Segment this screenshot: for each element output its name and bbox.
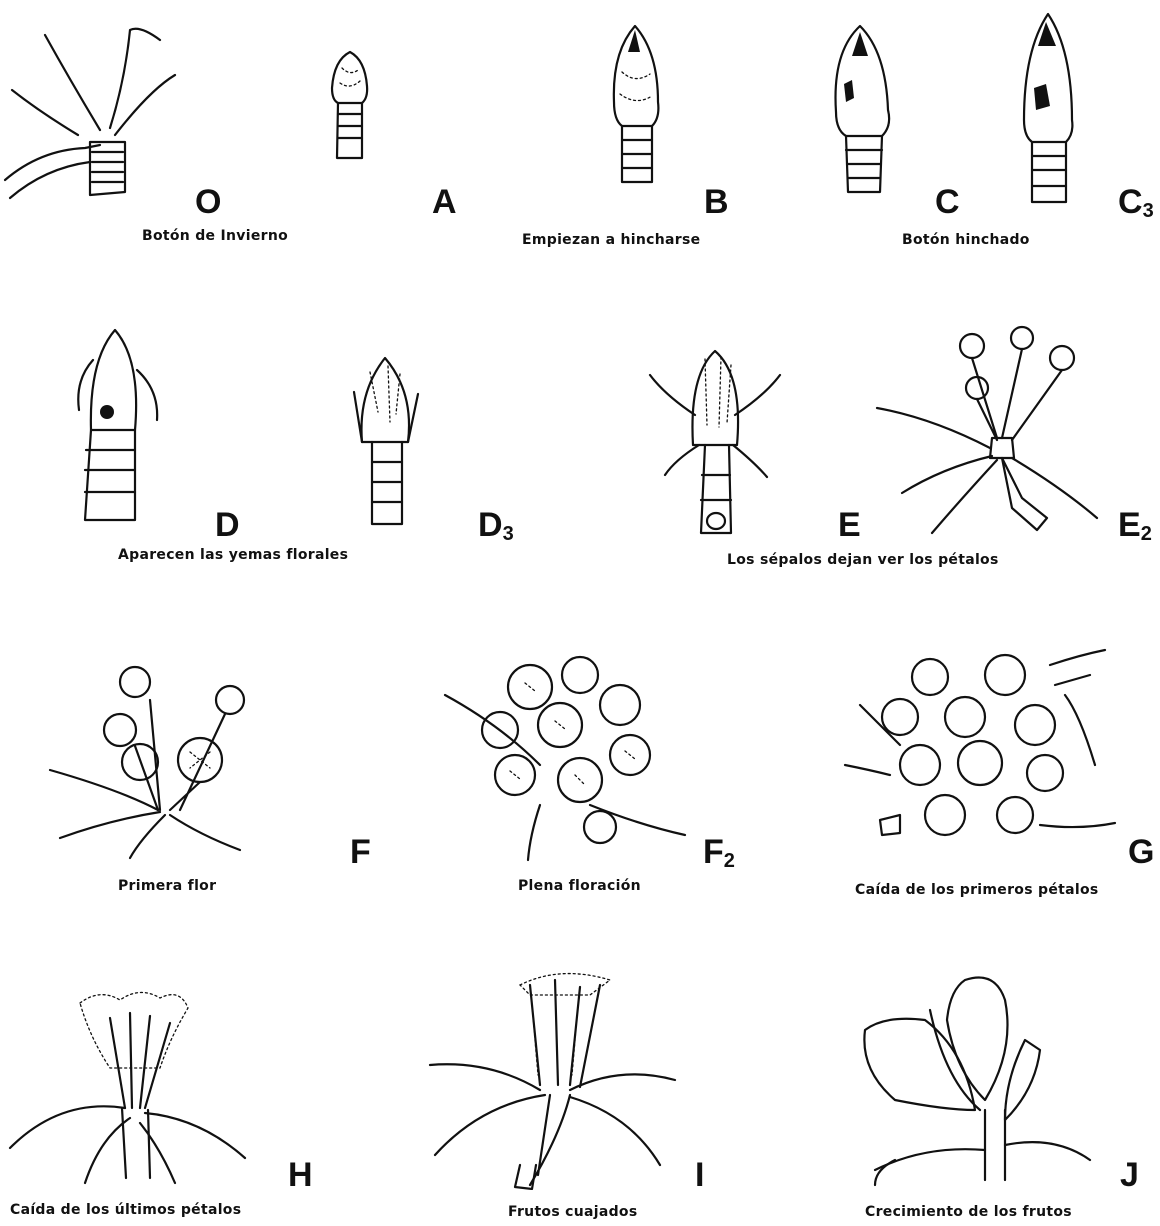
stage-b-drawing bbox=[600, 22, 670, 187]
caption-last-petals-fall: Caída de los últimos pétalos bbox=[10, 1202, 241, 1218]
caption-swollen-bud: Botón hinchado bbox=[902, 232, 1030, 248]
stage-o-label: O bbox=[195, 185, 221, 221]
stage-e-label: E bbox=[838, 508, 861, 544]
stage-o-drawing bbox=[0, 20, 180, 215]
caption-full-bloom: Plena floración bbox=[518, 878, 641, 894]
stage-c3-label: C3 bbox=[1118, 185, 1154, 221]
caption-begin-swelling: Empiezan a hincharse bbox=[522, 232, 700, 248]
stage-f-label: F bbox=[350, 835, 371, 871]
stage-e-drawing bbox=[645, 345, 785, 540]
stage-i-label: I bbox=[695, 1158, 704, 1194]
caption-first-flower: Primera flor bbox=[118, 878, 216, 894]
stage-e2-label: E2 bbox=[1118, 508, 1152, 544]
caption-sepals-show-petals: Los sépalos dejan ver los pétalos bbox=[727, 552, 999, 568]
stage-h-label: H bbox=[288, 1158, 313, 1194]
stage-f-drawing bbox=[40, 660, 260, 860]
caption-first-petals-fall: Caída de los primeros pétalos bbox=[855, 882, 1099, 898]
stage-d3-label: D3 bbox=[478, 508, 514, 544]
stage-a-drawing bbox=[320, 48, 380, 168]
stage-e2-drawing bbox=[872, 318, 1102, 543]
stage-i-drawing bbox=[420, 965, 690, 1190]
stage-c-label: C bbox=[935, 185, 960, 221]
caption-fruit-growth: Crecimiento de los frutos bbox=[865, 1204, 1072, 1220]
stage-d3-drawing bbox=[340, 352, 430, 532]
stage-c3-drawing bbox=[1010, 10, 1085, 210]
stage-g-drawing bbox=[840, 645, 1120, 870]
stage-f2-label: F2 bbox=[703, 835, 735, 871]
caption-winter-bud: Botón de Invierno bbox=[142, 228, 288, 244]
stage-d-label: D bbox=[215, 508, 240, 544]
stage-c-drawing bbox=[822, 22, 902, 197]
caption-fruit-set: Frutos cuajados bbox=[508, 1204, 638, 1220]
stage-f2-drawing bbox=[440, 655, 690, 865]
stage-h-drawing bbox=[0, 978, 260, 1188]
stage-j-drawing bbox=[855, 960, 1115, 1190]
caption-flower-buds-appear: Aparecen las yemas florales bbox=[118, 547, 348, 563]
stage-d-drawing bbox=[55, 320, 175, 530]
stage-j-label: J bbox=[1120, 1158, 1139, 1194]
stage-g-label: G bbox=[1128, 835, 1154, 871]
stage-b-label: B bbox=[704, 185, 729, 221]
stage-a-label: A bbox=[432, 185, 457, 221]
